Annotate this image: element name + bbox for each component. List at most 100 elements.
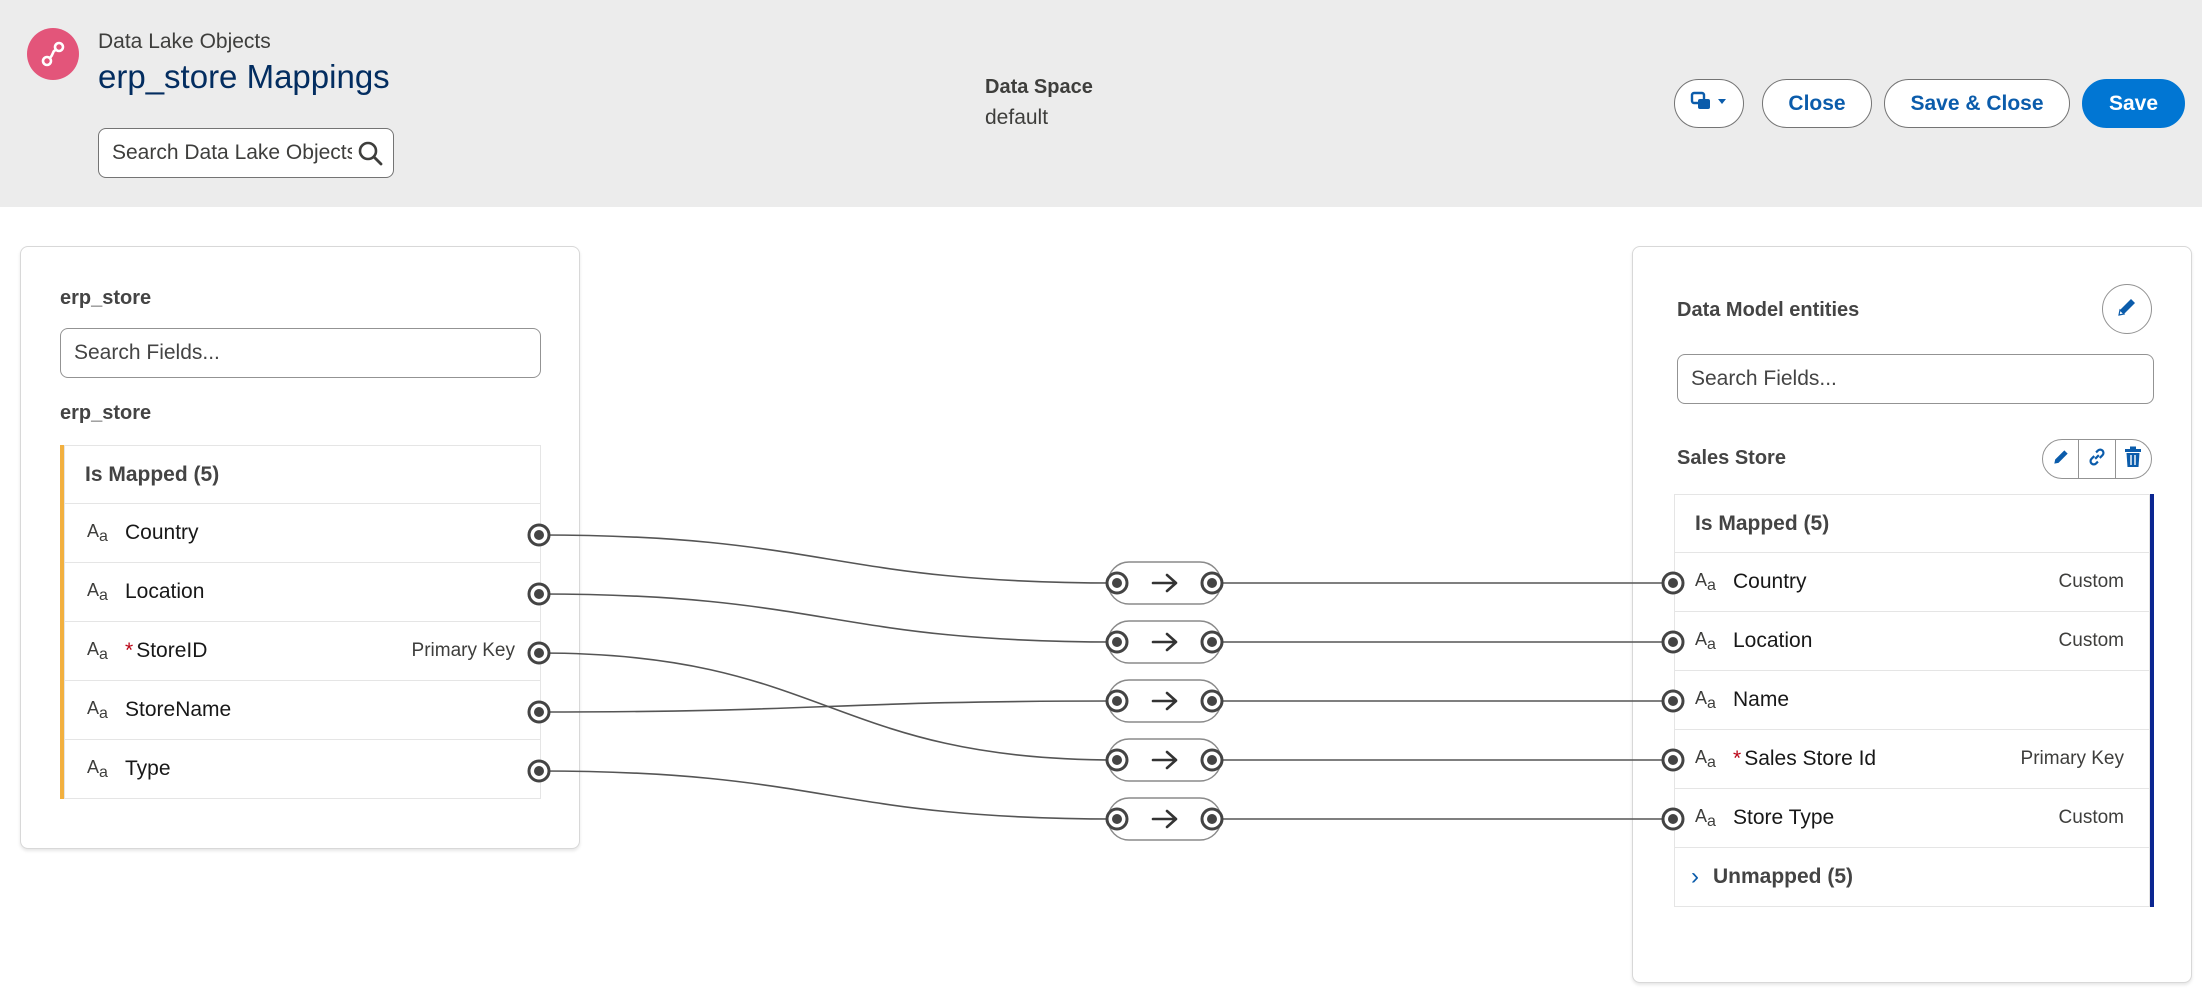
text-type-icon: Aa (87, 638, 108, 663)
save-button[interactable]: Save (2082, 79, 2185, 128)
mapping-line (538, 593, 1118, 643)
mapping-node-in-port-dot (1112, 637, 1122, 647)
delete-entity-button[interactable] (2116, 440, 2151, 478)
text-type-icon: Aa (1695, 569, 1716, 594)
mapping-line (538, 652, 1118, 761)
field-name: Type (125, 757, 171, 780)
group-label: Unmapped (5) (1713, 865, 1854, 888)
arrow-right-icon (1151, 573, 1178, 593)
field-name: Store Type (1733, 806, 1835, 829)
mapping-node-in-port (1105, 807, 1129, 831)
field-name: Sales Store Id (1744, 747, 1877, 770)
text-type-icon: Aa (87, 697, 108, 722)
mapping-node-out-port-dot (1207, 637, 1217, 647)
mapping-node-in-port (1105, 630, 1129, 654)
search-input[interactable] (112, 141, 352, 165)
mapping-node (1107, 679, 1222, 723)
search-icon[interactable] (357, 140, 383, 171)
trash-icon (2123, 446, 2143, 473)
mapping-node-out-port-dot (1207, 814, 1217, 824)
mapping-node-in-port-dot (1112, 578, 1122, 588)
source-object-name: erp_store (60, 402, 152, 424)
required-marker: * (125, 639, 134, 662)
close-button[interactable]: Close (1762, 79, 1872, 128)
mapping-node-out-port (1200, 689, 1224, 713)
list-item[interactable]: Aa Name (1674, 671, 2150, 730)
mapping-node-out-port-dot (1207, 755, 1217, 765)
mapping-node-in-port (1105, 689, 1129, 713)
field-name: Country (1733, 570, 1807, 593)
mapping-node-in-port-dot (1112, 755, 1122, 765)
field-tag: Custom (2058, 571, 2124, 592)
mapping-node (1107, 797, 1222, 841)
text-type-icon: Aa (87, 756, 108, 781)
layout-menu-button[interactable] (1674, 79, 1744, 128)
data-space-value: default (985, 106, 1049, 129)
mapping-node-out-port (1200, 571, 1224, 595)
field-tag: Custom (2058, 807, 2124, 828)
pencil-icon (2051, 447, 2071, 472)
field-name: StoreID (136, 639, 208, 662)
mapping-node (1107, 620, 1222, 664)
mapping-node-out-port-dot (1207, 696, 1217, 706)
save-and-close-button[interactable]: Save & Close (1884, 79, 2070, 128)
mapping-node-out-port (1200, 748, 1224, 772)
mapping-line (538, 534, 1118, 584)
list-item[interactable]: Aa StoreName (64, 681, 541, 740)
primary-key-tag: Primary Key (2020, 748, 2124, 769)
field-name: Location (1733, 629, 1813, 652)
text-type-icon: Aa (1695, 805, 1716, 830)
source-search-input[interactable] (74, 341, 506, 365)
list-item[interactable]: Aa Country (64, 504, 541, 563)
mapping-node (1107, 738, 1222, 782)
mapping-node (1107, 561, 1222, 605)
layout-icon (1689, 89, 1729, 119)
required-marker: * (1733, 747, 1742, 770)
mapping-node-in-port (1105, 571, 1129, 595)
text-type-icon: Aa (87, 520, 108, 545)
list-item[interactable]: Aa Country Custom (1674, 553, 2150, 612)
arrow-right-icon (1151, 750, 1178, 770)
mapping-line (538, 770, 1118, 820)
source-field-list: Is Mapped (5) Aa Country Aa Location Aa … (60, 445, 541, 799)
link-icon (2086, 446, 2108, 473)
list-item[interactable]: Aa * Sales Store Id Primary Key (1674, 730, 2150, 789)
data-space-label: Data Space (985, 76, 1093, 98)
list-item[interactable]: Aa * StoreID Primary Key (64, 622, 541, 681)
text-type-icon: Aa (87, 579, 108, 604)
arrow-right-icon (1151, 809, 1178, 829)
list-item[interactable]: Aa Location Custom (1674, 612, 2150, 671)
group-label: Is Mapped (5) (1695, 511, 1830, 535)
target-panel-title: Data Model entities (1677, 299, 1860, 321)
is-mapped-group[interactable]: Is Mapped (5) (1674, 494, 2150, 553)
target-search-input[interactable] (1691, 367, 2119, 391)
list-item[interactable]: Aa Type (64, 740, 541, 799)
link-entity-button[interactable] (2079, 440, 2116, 478)
mapping-node-in-port-dot (1112, 814, 1122, 824)
page-header: Data Lake Objects erp_store Mappings Dat… (0, 0, 2202, 207)
text-type-icon: Aa (1695, 687, 1716, 712)
text-type-icon: Aa (1695, 746, 1716, 771)
arrow-right-icon (1151, 632, 1178, 652)
is-mapped-group[interactable]: Is Mapped (5) (64, 445, 541, 504)
unmapped-group-toggle[interactable]: › Unmapped (5) (1674, 848, 2150, 907)
text-type-icon: Aa (1695, 628, 1716, 653)
mapping-node-out-port-dot (1207, 578, 1217, 588)
edit-entity-button[interactable] (2043, 440, 2080, 478)
edit-entities-button[interactable] (2102, 284, 2152, 334)
mapping-line (538, 700, 1118, 713)
field-name: Name (1733, 688, 1790, 711)
field-name: Location (125, 580, 205, 603)
source-field-search (60, 328, 541, 378)
mapping-node-out-port (1200, 630, 1224, 654)
entity-actions (2042, 439, 2152, 479)
mapping-node-in-port-dot (1112, 696, 1122, 706)
page-title: erp_store Mappings (98, 58, 390, 95)
list-item[interactable]: Aa Store Type Custom (1674, 789, 2150, 848)
entity-name: Sales Store (1677, 447, 1786, 469)
mapping-node-out-port (1200, 807, 1224, 831)
list-item[interactable]: Aa Location (64, 563, 541, 622)
target-field-list: Is Mapped (5) Aa Country Custom Aa Locat… (1674, 494, 2154, 907)
pencil-icon (2115, 295, 2139, 324)
